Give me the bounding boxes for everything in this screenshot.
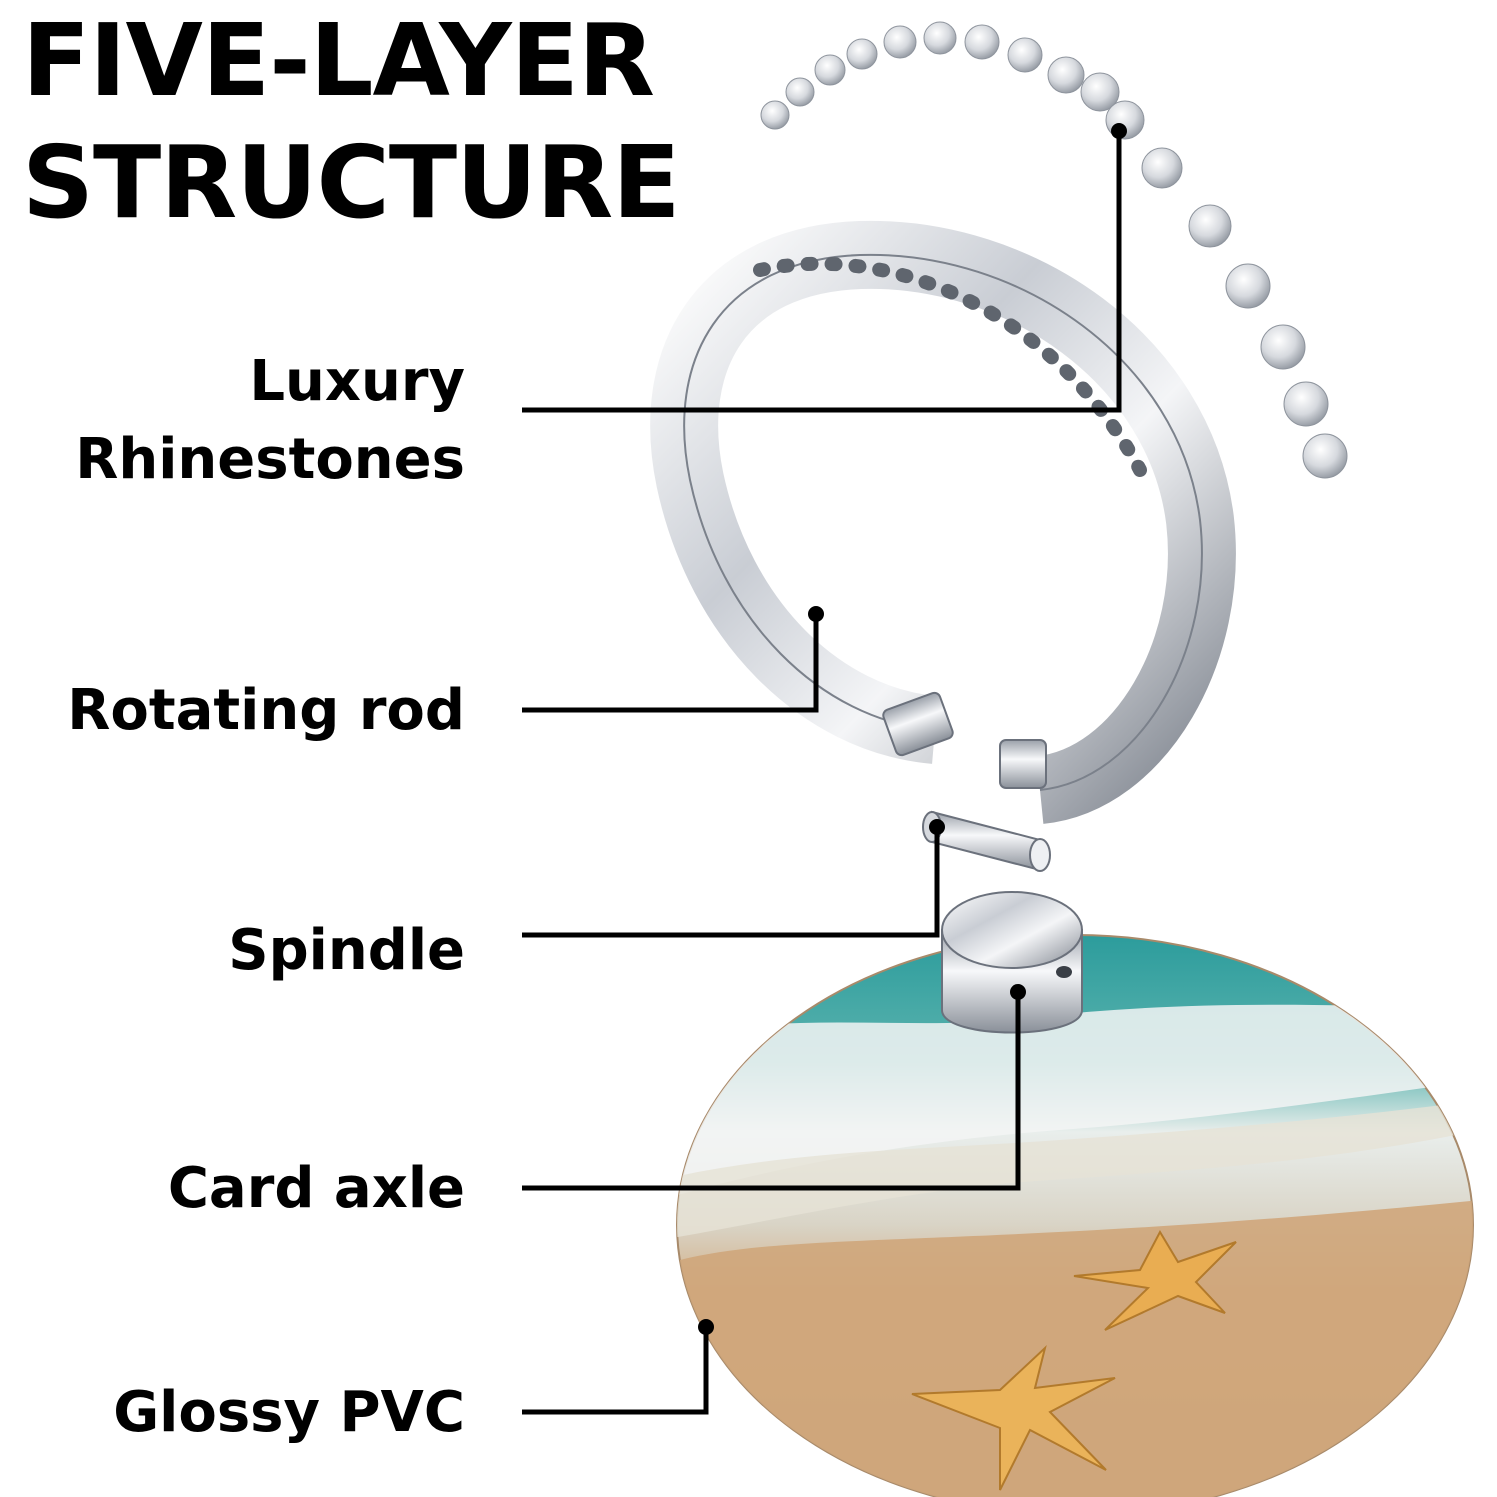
spindle-part bbox=[922, 810, 1051, 872]
leader-rhinestones bbox=[522, 123, 1127, 413]
leader-spindle bbox=[522, 819, 945, 938]
label-rhinestones: Rhinestones bbox=[75, 427, 465, 492]
page-title: FIVE-LAYER STRUCTURE bbox=[22, 0, 681, 244]
glossy-pvc-disc bbox=[676, 934, 1474, 1497]
label-luxury-rhinestones: Luxury Rhinestones bbox=[75, 343, 465, 499]
leader-card-axle bbox=[522, 984, 1026, 1191]
label-spindle: Spindle bbox=[228, 918, 465, 983]
leader-glossy-pvc bbox=[522, 1319, 714, 1415]
starfish-top bbox=[1073, 1229, 1237, 1331]
starfish-bottom bbox=[911, 1344, 1116, 1491]
title-line-2: STRUCTURE bbox=[22, 124, 681, 241]
label-glossy-pvc: Glossy PVC bbox=[113, 1380, 465, 1445]
leader-rotating-rod bbox=[522, 606, 824, 713]
title-line-1: FIVE-LAYER bbox=[22, 2, 655, 119]
label-card-axle: Card axle bbox=[167, 1156, 465, 1221]
rhinestones-part bbox=[760, 21, 1348, 479]
label-rotating-rod: Rotating rod bbox=[67, 678, 465, 743]
card-axle-part bbox=[941, 891, 1083, 1034]
label-luxury: Luxury bbox=[249, 349, 465, 414]
